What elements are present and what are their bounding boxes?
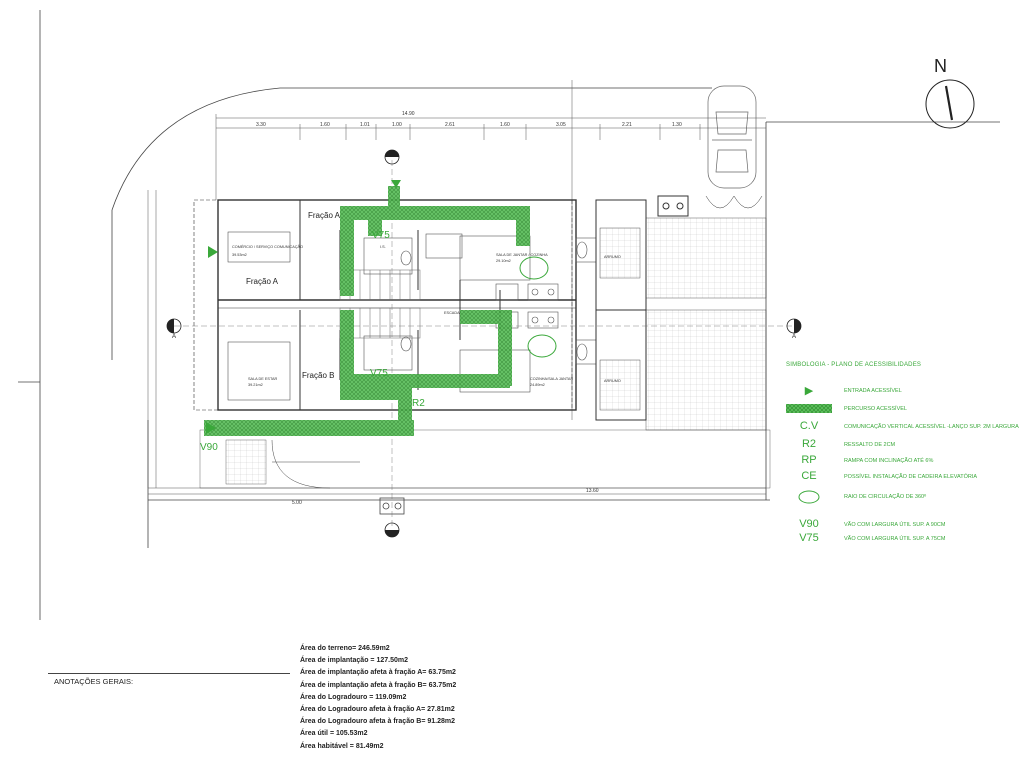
entrance-arrow-top (391, 180, 401, 188)
room-area-comercio: 39.53m2 (232, 253, 247, 257)
legend-title: SIMBOLOGIA - PLANO DE ACESSIBILIDADES (786, 362, 922, 368)
dim-top-seg-6: 1.60 (500, 122, 510, 128)
room-label-cozinha: COZINHA/SALA JANTAR (530, 377, 573, 381)
section-marker-a-left: A (166, 318, 182, 340)
legend-item-entrance: ▶ ENTRADA ACESSÍVEL (786, 384, 1016, 398)
entrance-arrow-bottom-left (206, 422, 216, 434)
room-label-arrumo-top: ARRUMO (604, 255, 621, 259)
legend-turning-circle-icon (786, 490, 832, 507)
legend-item-rp: RP RAMPA COM INCLINAÇÃO ATÉ 6% (801, 454, 934, 466)
section-label-a-right: A (792, 334, 796, 340)
area-line: Área de implantação = 127.50m2 (300, 657, 408, 665)
unit-label-fracao-b: Fração B (302, 371, 334, 380)
room-area-sala-jantar: 29.10m2 (496, 259, 511, 263)
area-line: Área de implantação afeta à fração A= 63… (300, 669, 456, 677)
section-label-a-left: A (172, 334, 176, 340)
patio-lower (199, 429, 771, 515)
car-outline (707, 85, 757, 189)
legend-item-ce: CE POSSÍVEL INSTALAÇÃO DE CADEIRA ELEVAT… (801, 470, 978, 482)
area-line: Área do terreno= 246.59m2 (300, 645, 390, 652)
accessibility-legend: SIMBOLOGIA - PLANO DE ACESSIBILIDADES ▶ … (786, 362, 1019, 544)
entrance-arrow-left (208, 246, 218, 258)
annex-rooms (595, 195, 767, 431)
legend-item-v75: V75 VÃO COM LARGURA ÚTIL SUP. A 75CM (799, 532, 946, 544)
legend-item-path: PERCURSO ACESSÍVEL (786, 402, 1016, 416)
marker-v75-top: V75 (372, 230, 390, 241)
area-notes: Área do terreno= 246.59m2 Área de implan… (300, 643, 456, 753)
dim-top-seg-2: 1.60 (320, 122, 330, 128)
area-line: Área do Logradouro afeta à fração A= 27.… (300, 706, 455, 714)
room-area-sala-estar: 39.21m2 (248, 383, 263, 387)
turning-circle (519, 256, 557, 358)
section-label-b-top: B (389, 158, 393, 164)
marker-v75-bottom: V75 (370, 368, 388, 379)
area-line: Área habitável = 81.49m2 (300, 742, 384, 750)
room-label-arrumo-bottom: ARRUMO (604, 379, 621, 383)
section-marker-a-right: A (786, 318, 802, 340)
north-arrow: N (925, 56, 975, 129)
legend-entrance-arrow-icon: ▶ (804, 385, 814, 397)
room-label-comercio: COMÉRCIO / SERVIÇO COMUNICAÇÃO (232, 244, 303, 249)
dim-right-seg-2: 1.30 (672, 122, 682, 128)
dim-top-seg-1: 3.30 (256, 122, 266, 128)
dim-bottom-total: 13.60 (586, 488, 599, 494)
section-marker-b-bottom: B (384, 522, 400, 538)
room-area-cozinha: 24.89m2 (530, 383, 545, 387)
area-line: Área de implantação afeta à fração B= 63… (300, 681, 457, 689)
unit-label-fracao-a: Fração A (246, 277, 279, 286)
room-label-sala-jantar: SALA DE JANTAR / COZINHA (496, 253, 548, 257)
area-line: Área útil = 105.53m2 (300, 730, 368, 738)
dim-right-seg-1: 2.21 (622, 122, 632, 128)
area-line: Área do Logradouro = 119.09m2 (300, 693, 407, 701)
annotations-label: ANOTAÇÕES GERAIS: (54, 677, 134, 686)
legend-item-turning: RAIO DE CIRCULAÇÃO DE 360º (786, 490, 1016, 504)
legend-item-cv: C.V COMUNICAÇÃO VERTICAL ACESSÍVEL -LANÇ… (799, 420, 1019, 432)
marker-r2: R2 (412, 398, 425, 409)
room-label-is: I.S. (380, 245, 386, 249)
dim-top-seg-5: 2.61 (445, 122, 455, 128)
bathroom-fixtures (363, 233, 597, 371)
unit-label-fracao-a-top: Fração A (308, 211, 341, 220)
annotations-divider (48, 673, 290, 674)
dim-top-seg-4: 1.00 (392, 122, 402, 128)
legend-item-v90: V90 VÃO COM LARGURA ÚTIL SUP. A 90CM (799, 518, 946, 530)
dim-top-total: 14.90 (402, 111, 415, 117)
section-label-b-bottom: B (389, 524, 393, 530)
north-label: N (934, 56, 947, 76)
room-label-escada: ESCADA (444, 311, 460, 315)
marker-v90: V90 (200, 442, 218, 453)
dim-top-seg-7: 3.05 (556, 122, 566, 128)
dim-bottom-seg-1: 5.00 (292, 500, 302, 506)
legend-item-r2: R2 RESSALTO DE 2CM (801, 438, 896, 450)
legend-path-swatch-icon (786, 402, 832, 417)
area-line: Área do Logradouro afeta à fração B= 91.… (300, 718, 456, 726)
dim-top-seg-3: 1.01 (360, 122, 370, 128)
room-label-sala-estar: SALA DE ESTAR (248, 377, 278, 381)
accessible-path (204, 186, 530, 436)
